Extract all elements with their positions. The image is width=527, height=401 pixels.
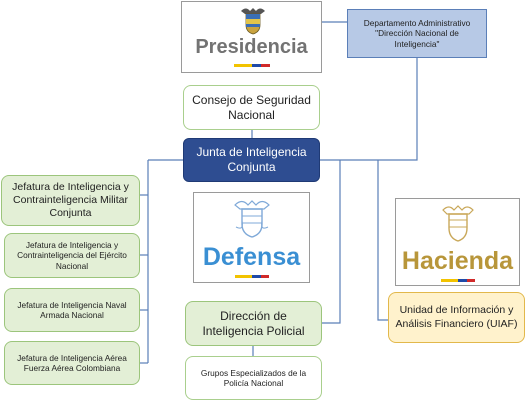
jefatura-militar-box: Jefatura de Inteligencia y Contraintelig…	[1, 175, 140, 226]
defensa-logo: Defensa	[193, 192, 310, 283]
jefatura-ejercito-box: Jefatura de Inteligencia y Contraintelig…	[4, 233, 140, 278]
jefatura-naval-box: Jefatura de Inteligencia Naval Armada Na…	[4, 288, 140, 332]
junta-box: Junta de Inteligencia Conjunta	[183, 138, 320, 182]
grupos-text: Grupos Especializados de la Policía Naci…	[200, 367, 307, 388]
jefatura-naval-text: Jefatura de Inteligencia Naval Armada Na…	[17, 299, 127, 320]
jefatura-ejercito-text: Jefatura de Inteligencia y Contraintelig…	[17, 239, 127, 271]
connector-uiaf	[377, 160, 388, 321]
flag-stripe	[441, 279, 475, 282]
uiaf-box: Unidad de Información y Análisis Financi…	[388, 292, 525, 343]
consejo-box: Consejo de Seguridad Nacional	[183, 85, 320, 130]
jefatura-aerea-box: Jefatura de Inteligencia Aérea Fuerza Aé…	[4, 341, 140, 385]
jefatura-militar-text: Jefatura de Inteligencia y Contraintelig…	[12, 180, 129, 220]
dni-box: Departamento Administrativo "Dirección N…	[347, 9, 487, 58]
hacienda-wordmark: Hacienda	[401, 247, 514, 275]
grupos-box: Grupos Especializados de la Policía Naci…	[185, 356, 322, 400]
flag-stripe	[235, 275, 269, 278]
coat-of-arms-icon	[241, 8, 265, 35]
presidencia-logo: Presidencia	[181, 1, 322, 73]
consejo-text: Consejo de Seguridad Nacional	[192, 92, 311, 122]
coat-of-arms-icon	[234, 200, 270, 238]
connector-dni-junta	[320, 58, 418, 161]
flag-stripe	[234, 64, 270, 67]
dni-text: Departamento Administrativo "Dirección N…	[363, 17, 471, 49]
jefatura-aerea-text: Jefatura de Inteligencia Aérea Fuerza Aé…	[17, 352, 127, 373]
hacienda-logo: Hacienda	[395, 198, 520, 286]
presidencia-wordmark: Presidencia	[195, 36, 308, 58]
dipol-text: Dirección de Inteligencia Policial	[202, 308, 305, 338]
defensa-wordmark: Defensa	[202, 243, 301, 271]
dipol-box: Dirección de Inteligencia Policial	[185, 301, 322, 346]
junta-text: Junta de Inteligencia Conjunta	[196, 145, 307, 174]
connector-dipol	[322, 160, 341, 324]
uiaf-text: Unidad de Información y Análisis Financi…	[395, 304, 518, 330]
coat-of-arms-icon	[442, 205, 474, 242]
